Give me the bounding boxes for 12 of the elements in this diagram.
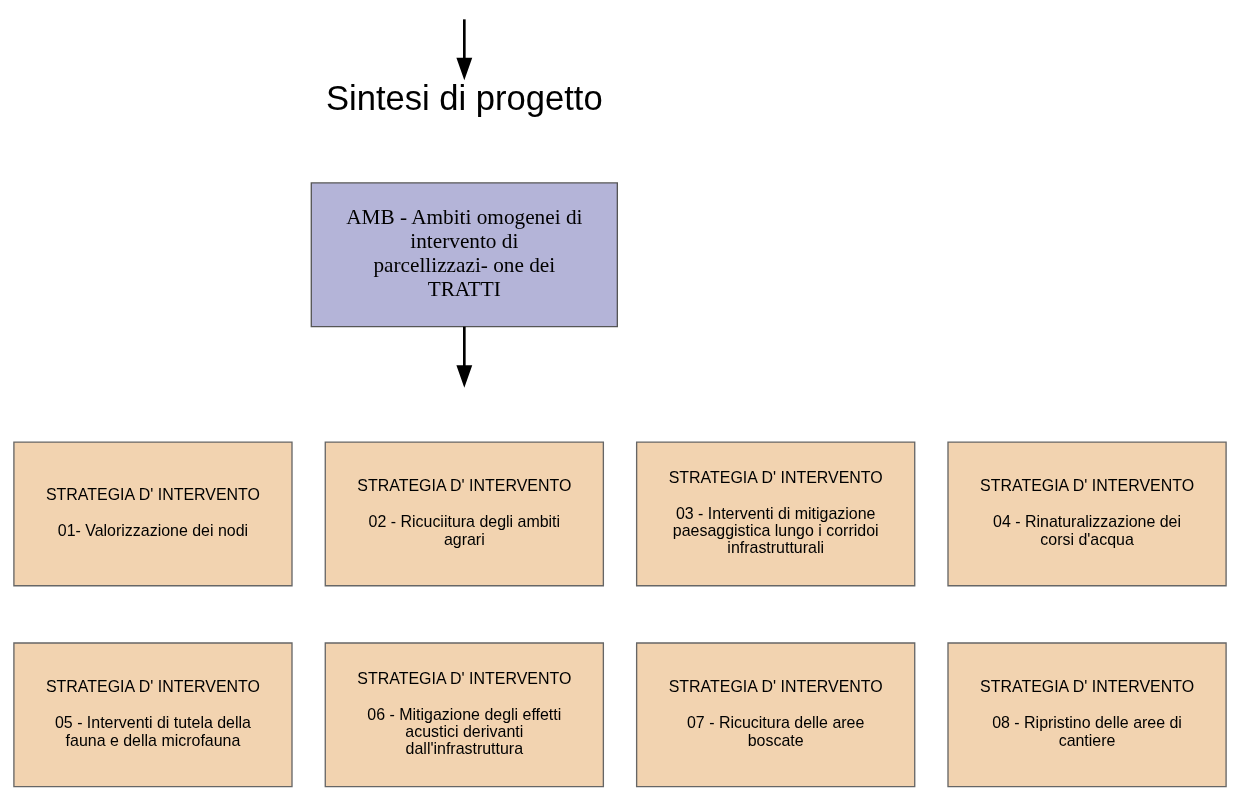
node-box: STRATEGIA D' INTERVENTO 06 - Mitigazione degli effetti acustici derivanti dall'infrastruttura bbox=[324, 642, 605, 788]
node-box: AMB - Ambiti omogenei di intervento di parcellizzazi- one dei TRATTI bbox=[310, 182, 618, 328]
node-box: STRATEGIA D' INTERVENTO 02 - Ricuciitura degli ambiti agrari bbox=[324, 441, 605, 587]
arrow bbox=[456, 326, 473, 388]
arrow bbox=[456, 19, 473, 81]
node-box: STRATEGIA D' INTERVENTO 03 - Interventi di mitigazione paesaggistica lungo i corridoi infrastrutturali bbox=[635, 441, 916, 587]
node-box: STRATEGIA D' INTERVENTO 01- Valorizzazione dei nodi bbox=[13, 441, 293, 587]
node-box: STRATEGIA D' INTERVENTO 07 - Ricucitura delle aree boscate bbox=[635, 642, 916, 788]
node-box: STRATEGIA D' INTERVENTO 04 - Rinaturalizzazione dei corsi d'acqua bbox=[947, 441, 1227, 587]
node-box: STRATEGIA D' INTERVENTO 05 - Interventi di tutela della fauna e della microfauna bbox=[13, 642, 293, 788]
node-box: STRATEGIA D' INTERVENTO 08 - Ripristino delle aree di cantiere bbox=[947, 642, 1227, 788]
node-text: Sintesi di progetto bbox=[325, 78, 603, 117]
